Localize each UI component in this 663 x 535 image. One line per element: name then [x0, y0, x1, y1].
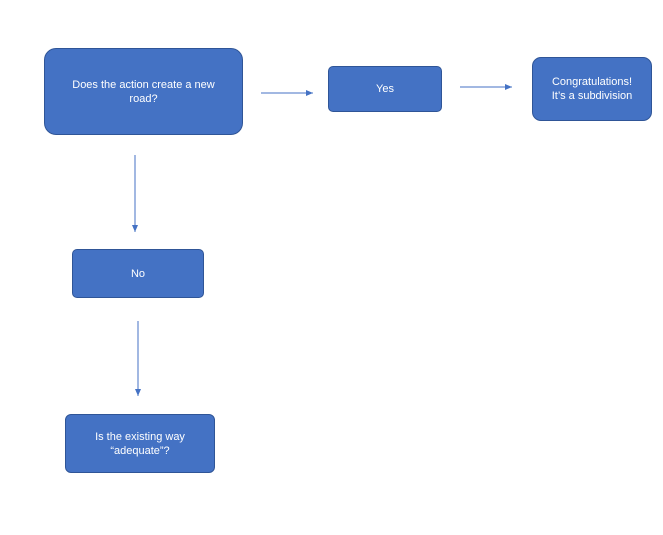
node-no: No	[72, 249, 204, 298]
node-question-existing-way: Is the existing way “adequate”?	[65, 414, 215, 473]
node-subdivision: Congratulations! It’s a subdivision	[532, 57, 652, 121]
node-yes-label: Yes	[376, 83, 394, 95]
node-question-new-road: Does the action create a new road?	[44, 48, 243, 135]
node-yes: Yes	[328, 66, 442, 112]
node-question-existing-way-label: Is the existing way “adequate”?	[95, 430, 185, 457]
node-question-new-road-label: Does the action create a new road?	[72, 78, 215, 105]
node-subdivision-label: Congratulations! It’s a subdivision	[551, 76, 633, 102]
node-no-label: No	[130, 267, 146, 280]
